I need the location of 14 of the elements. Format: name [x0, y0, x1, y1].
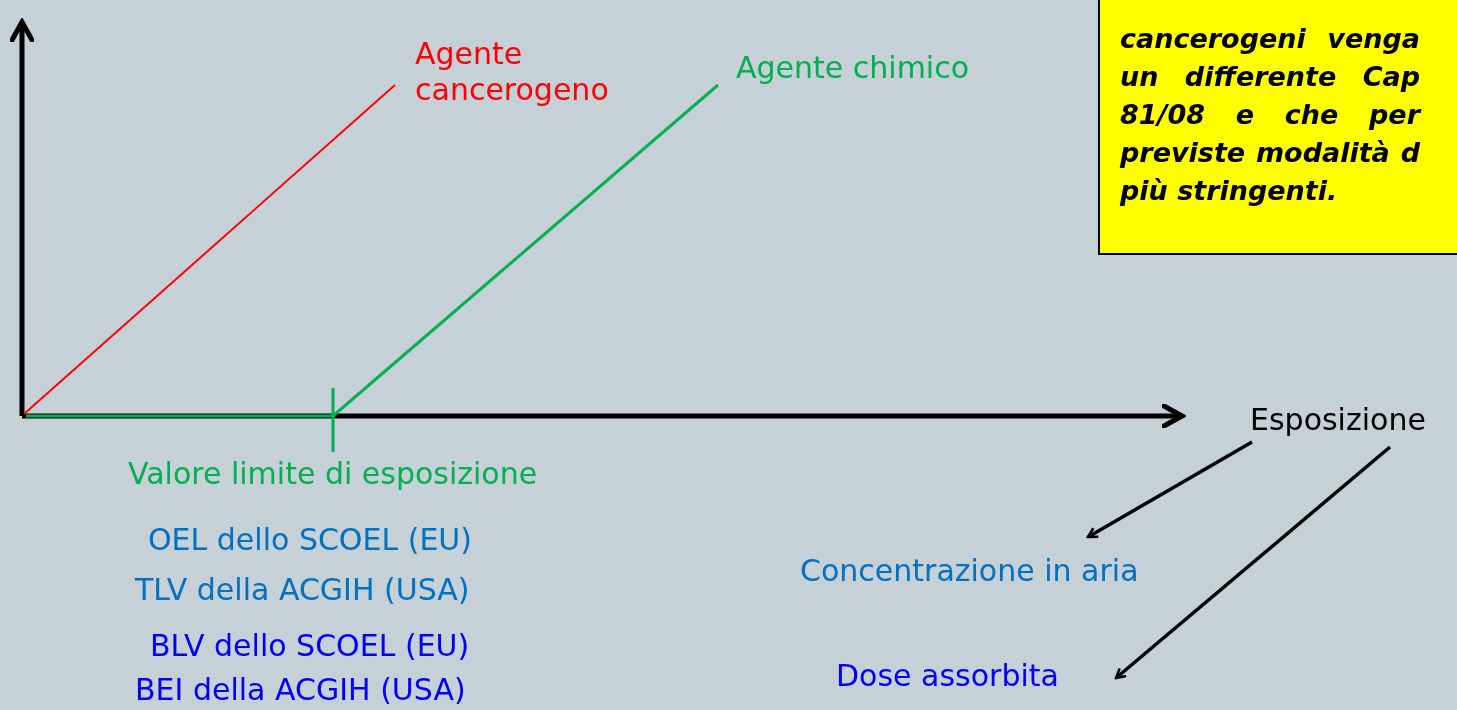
axis-label: Esposizione [1250, 402, 1426, 438]
threshold-label: Valore limite di esposizione [128, 456, 538, 492]
note-box [1098, 0, 1457, 255]
measure-label: Dose assorbita [836, 658, 1059, 694]
limit-name: OEL dello SCOEL (EU) [148, 522, 472, 558]
limit-name: BLV dello SCOEL (EU) [150, 628, 470, 664]
limit-name: BEI della ACGIH (USA) [135, 672, 466, 708]
line-label: Agente cancerogeno [415, 36, 610, 108]
measure-label: Concentrazione in aria [800, 553, 1139, 589]
arrow [1086, 440, 1253, 539]
limit-name: TLV della ACGIH (USA) [135, 572, 470, 608]
line-label: Agente chimico [736, 50, 970, 86]
arrow [1114, 445, 1392, 680]
note-text: cancerogeni venga un differente Cap 81/08 e che per previste modalità d più stringenti. [1120, 22, 1420, 208]
